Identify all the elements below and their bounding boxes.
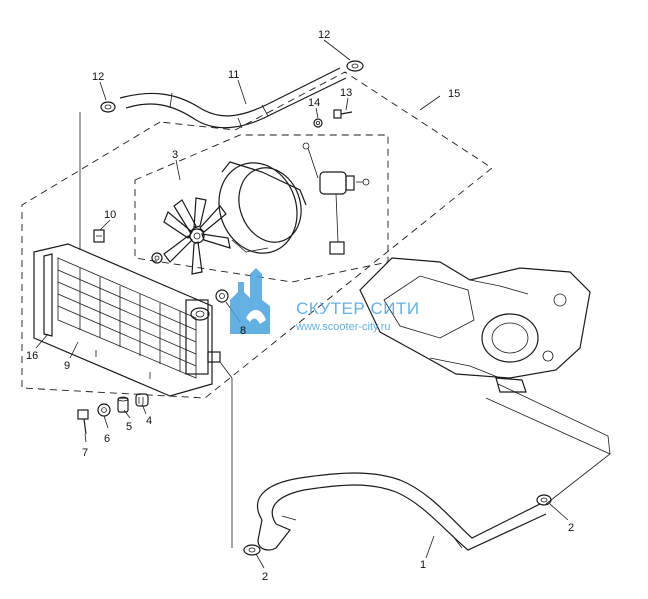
bolt-7	[77, 409, 89, 435]
watermark-title: СКУТЕР СИТИ	[296, 299, 420, 318]
assembly-outline-15	[21, 71, 493, 399]
bolt-13	[333, 109, 353, 119]
fan-motor	[302, 142, 370, 255]
bracket-10	[93, 229, 105, 243]
hose-clamp-lower-right	[536, 494, 552, 506]
nut-14	[313, 118, 323, 128]
lower-radiator-hose	[257, 383, 611, 551]
callout-8: 8	[240, 325, 246, 337]
callout-5: 5	[126, 421, 132, 433]
callout-2-bottom: 2	[262, 571, 268, 583]
engine-outline	[359, 257, 591, 393]
spacer-5	[117, 396, 129, 413]
fan-nut	[151, 252, 163, 264]
fan-shroud	[218, 161, 307, 254]
callout-16: 16	[26, 350, 38, 362]
callout-11: 11	[228, 69, 239, 81]
hose-clamp-upper-left	[100, 101, 116, 113]
callout-3: 3	[172, 149, 178, 161]
fan-blade	[163, 197, 231, 275]
callout-1: 1	[420, 559, 426, 571]
watermark-url: www.scooter-city.ru	[295, 321, 391, 333]
radiator	[33, 243, 221, 397]
callout-14: 14	[308, 97, 320, 109]
callout-10: 10	[104, 209, 116, 221]
watermark-logo-icon	[230, 268, 270, 334]
callout-7: 7	[82, 447, 88, 459]
callout-6: 6	[104, 433, 110, 445]
outlet-leader	[79, 112, 233, 548]
watermark: СКУТЕР СИТИ www.scooter-city.ru	[230, 268, 420, 334]
callout-12-left: 12	[92, 71, 104, 83]
callout-labels: 12 12 11 14 13 15 3 10 8 16 9 4 5 6 7 2 …	[26, 29, 574, 583]
hose-clamp-lower-left	[243, 544, 261, 556]
callout-12-top: 12	[318, 29, 330, 41]
callout-15: 15	[448, 88, 460, 100]
callout-9: 9	[64, 360, 70, 372]
washer-6	[97, 403, 111, 417]
callout-4: 4	[146, 415, 152, 427]
upper-radiator-hose	[119, 67, 347, 129]
callout-13: 13	[340, 87, 352, 99]
hose-clamp-upper-right	[346, 60, 364, 72]
callout-2-right: 2	[568, 522, 574, 534]
collar-4	[135, 393, 149, 407]
grommet-8	[215, 289, 229, 303]
